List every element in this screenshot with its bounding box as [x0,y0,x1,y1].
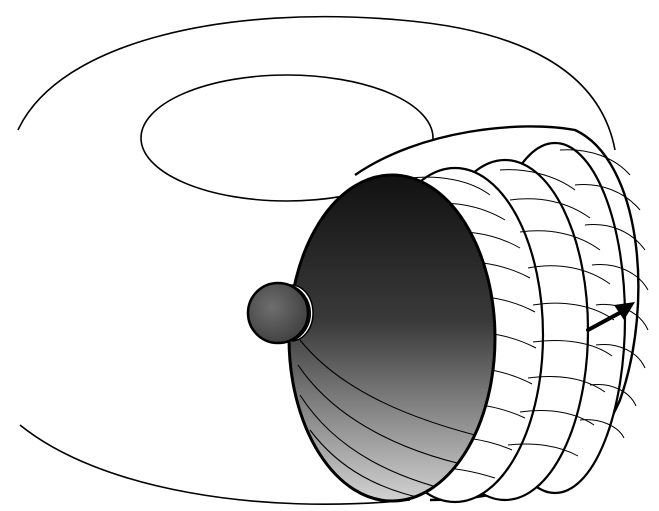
central-body [248,283,308,343]
cavity-cross-section [289,175,495,501]
